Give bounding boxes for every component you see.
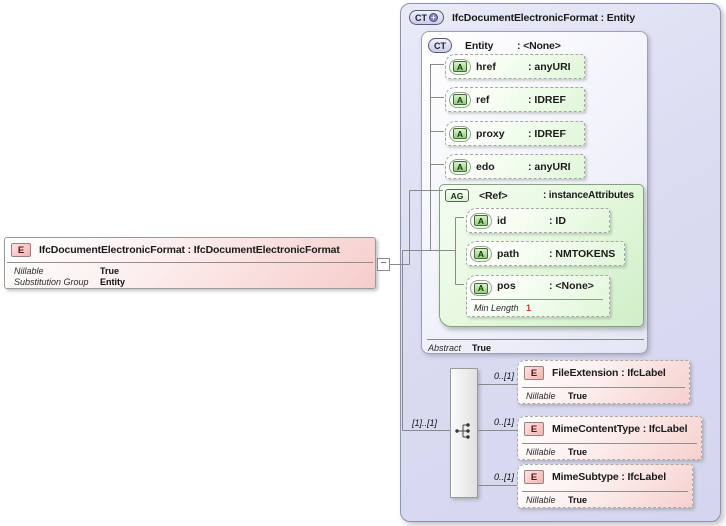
- attribute-box-href[interactable]: A href : anyURI: [445, 54, 585, 79]
- basetype-type: : <None>: [517, 39, 561, 52]
- collapse-toggle-icon[interactable]: −: [377, 258, 390, 271]
- element-badge: E: [11, 243, 31, 257]
- divider: [7, 262, 373, 263]
- attribute-name: path: [497, 247, 520, 260]
- sequence-connector[interactable]: [450, 368, 478, 498]
- badge-label: A: [474, 215, 488, 226]
- attribute-badge: A: [449, 158, 471, 175]
- attribute-badge: A: [449, 58, 471, 75]
- attribute-box-pos[interactable]: A pos : <None> Min Length 1: [466, 275, 610, 317]
- badge-label: A: [453, 94, 467, 105]
- complextype-badge: CT +: [409, 10, 444, 25]
- facet-divider: [471, 299, 603, 300]
- property-value: True: [100, 266, 120, 276]
- attributegroup-box-ref[interactable]: AG <Ref> : instanceAttributes A id : ID …: [439, 184, 644, 327]
- attribute-name: proxy: [476, 127, 505, 140]
- property-label: Substitution Group: [14, 277, 89, 287]
- attribute-type: : IDREF: [528, 127, 566, 140]
- complextype-panel: CT + IfcDocumentElectronicFormat : Entit…: [400, 3, 721, 522]
- element-box-ifcdocumentelectronicformat[interactable]: E IfcDocumentElectronicFormat : IfcDocum…: [4, 237, 376, 289]
- sequence-icon: [455, 423, 470, 439]
- cardinality-label: 0..[1]: [493, 472, 514, 482]
- attribute-badge: A: [470, 280, 492, 296]
- property-label: Nillable: [526, 495, 556, 505]
- complextype-badge: CT: [428, 38, 452, 53]
- attribute-type: : NMTOKENS: [549, 247, 616, 260]
- element-box-mimecontenttype[interactable]: E MimeContentType : IfcLabel Nillable Tr…: [517, 416, 702, 460]
- attribute-name: edo: [476, 160, 495, 173]
- facet-value: 1: [526, 303, 532, 313]
- attribute-name: href: [476, 60, 496, 73]
- property-value: True: [568, 495, 588, 505]
- cardinality-label: 0..[1]: [493, 371, 514, 381]
- attribute-box-ref[interactable]: A ref : IDREF: [445, 87, 585, 112]
- badge-label: A: [453, 128, 467, 139]
- attributegroup-type: : instanceAttributes: [543, 190, 634, 201]
- property-value: Entity: [100, 277, 126, 287]
- element-title: MimeContentType : IfcLabel: [552, 423, 688, 435]
- element-box-mimesubtype[interactable]: E MimeSubtype : IfcLabel Nillable True: [517, 464, 693, 508]
- property-label: Nillable: [14, 266, 44, 276]
- attribute-type: : anyURI: [528, 160, 571, 173]
- property-value: True: [568, 447, 588, 457]
- attributegroup-badge: AG: [445, 189, 469, 202]
- divider: [427, 339, 644, 340]
- attribute-box-edo[interactable]: A edo : anyURI: [445, 154, 585, 179]
- element-badge: E: [524, 366, 544, 380]
- attribute-name: id: [497, 214, 507, 227]
- basetype-name: Entity: [465, 39, 494, 52]
- attribute-badge: A: [470, 212, 492, 229]
- facet-label: Min Length: [474, 303, 519, 313]
- attribute-badge: A: [470, 245, 492, 262]
- badge-label: A: [453, 161, 467, 172]
- element-title: IfcDocumentElectronicFormat : IfcDocumen…: [39, 244, 340, 256]
- element-title: MimeSubtype : IfcLabel: [552, 471, 666, 483]
- basetype-box-entity[interactable]: CT Entity : <None> A href : anyURI A ref…: [421, 31, 648, 354]
- attributegroup-name: <Ref>: [479, 189, 508, 202]
- divider: [522, 387, 685, 388]
- divider: [522, 443, 697, 444]
- attribute-type: : ID: [549, 214, 566, 227]
- attribute-badge: A: [449, 125, 471, 142]
- cardinality-label: [1]..[1]: [412, 418, 438, 428]
- attribute-badge: A: [449, 91, 471, 108]
- divider: [522, 491, 688, 492]
- property-label: Abstract: [428, 343, 462, 353]
- badge-label: A: [453, 61, 467, 72]
- property-value: True: [568, 391, 588, 401]
- plus-icon: +: [429, 13, 438, 22]
- attribute-type: : IDREF: [528, 93, 566, 106]
- property-label: Nillable: [526, 391, 556, 401]
- attribute-name: ref: [476, 93, 490, 106]
- badge-label: A: [474, 248, 488, 259]
- property-label: Nillable: [526, 447, 556, 457]
- element-title: FileExtension : IfcLabel: [552, 367, 666, 379]
- attribute-name: pos: [497, 280, 516, 292]
- property-value: True: [472, 343, 492, 353]
- attribute-type: : anyURI: [528, 60, 571, 73]
- panel-title: IfcDocumentElectronicFormat : Entity: [452, 11, 636, 24]
- element-box-fileextension[interactable]: E FileExtension : IfcLabel Nillable True: [517, 360, 690, 404]
- element-badge: E: [524, 422, 544, 436]
- element-badge: E: [524, 470, 544, 484]
- badge-label: A: [474, 282, 488, 294]
- attribute-box-path[interactable]: A path : NMTOKENS: [466, 241, 625, 266]
- attribute-type: : <None>: [549, 280, 594, 292]
- badge-label: CT: [415, 12, 427, 23]
- attribute-box-proxy[interactable]: A proxy : IDREF: [445, 121, 585, 146]
- cardinality-label: 0..[1]: [493, 417, 514, 427]
- attribute-box-id[interactable]: A id : ID: [466, 208, 610, 233]
